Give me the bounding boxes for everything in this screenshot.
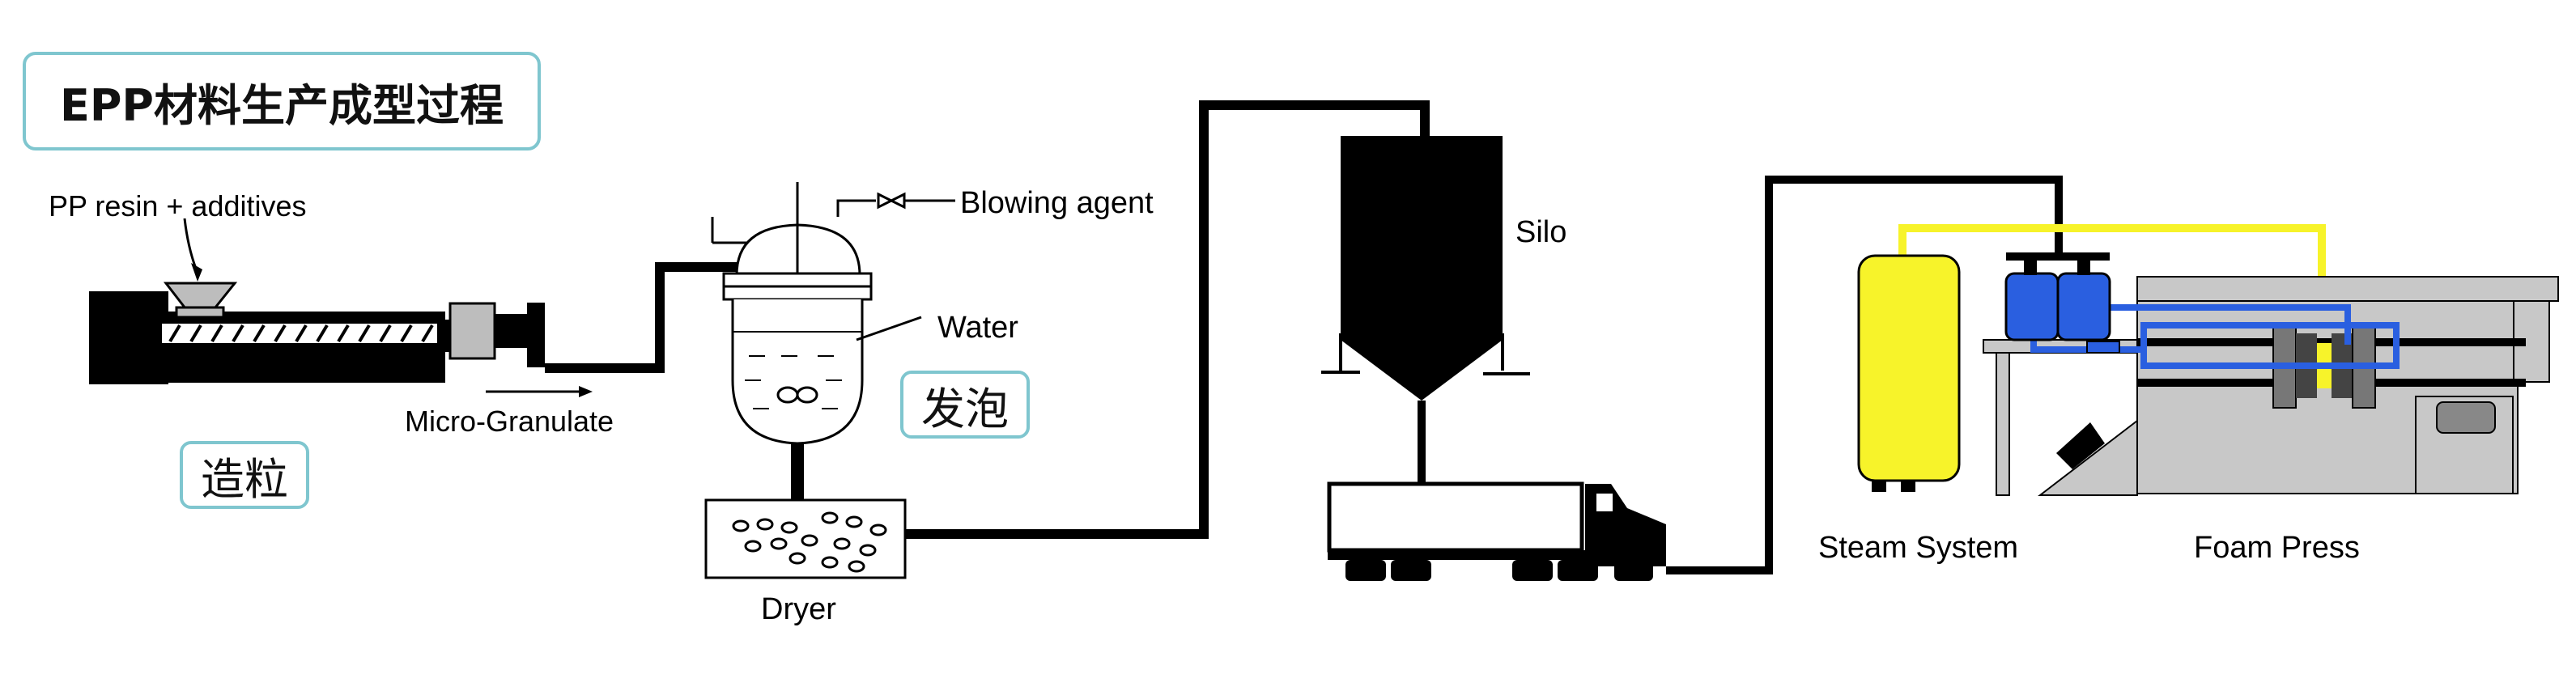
diagram-title: EPP材料生产成型过程 [23,52,541,150]
blue-tank-neck-left [2024,256,2037,275]
reactor-flange-bottom [722,285,873,301]
input-arrow-head [191,263,202,282]
valve-right [888,192,906,210]
label-steam-system: Steam System [1818,531,2019,565]
reactor-water-dashes [745,355,842,409]
foam-press [1983,252,2559,496]
extruder [89,218,545,384]
extruder-die-plate [495,314,527,348]
extruder-barrel [162,312,445,383]
micro-granulate-arrow [486,386,593,397]
tag-foaming: 发泡 [900,371,1030,439]
press-chute [2038,418,2138,496]
dryer-granules [732,511,887,573]
extruder-flange [437,320,450,352]
steam-tank [1857,254,1961,482]
pipe-reactor-to-dryer [791,443,804,500]
press-display [2436,401,2496,434]
tag-granulation: 造粒 [180,441,309,509]
label-dryer: Dryer [761,592,836,626]
press-chute-parts [2056,422,2105,469]
label-foam-press: Foam Press [2194,531,2360,565]
truck [1327,481,1666,581]
water-pointer [856,316,922,341]
label-blowing-agent: Blowing agent [960,186,1154,220]
reactor-vessel [731,299,864,445]
pipe-dryer-to-silo [905,100,1430,539]
extruder-screw-flights [168,324,434,343]
reactor-inlet-bracket [711,217,751,244]
silo [1321,136,1530,484]
blue-tanks-top-bar [2006,252,2110,261]
press-top-cover [2136,276,2559,302]
agitator-impeller [776,386,818,404]
extruder-die-block [448,302,496,360]
label-input: PP resin + additives [49,189,307,223]
blue-tank-right [2056,272,2111,341]
label-micro-granulate: Micro-Granulate [405,405,614,438]
pipe-truck-to-press [1666,176,2063,574]
reactor [711,182,955,449]
press-feeder-leg [1996,352,2010,496]
dryer [704,498,907,579]
truck-trailer [1327,481,1584,553]
blowing-agent-line [836,199,876,217]
press-control-panel [2415,396,2514,494]
label-water: Water [937,311,1018,345]
pipe-extruder-to-reactor [545,262,745,373]
dryer-box [704,498,907,579]
press-blue-fitting [2086,341,2120,354]
silo-body [1341,136,1503,401]
blue-tank-left [2004,272,2060,341]
blue-tank-neck-right [2077,256,2090,275]
hopper-neck [175,306,225,319]
extruder-motor [89,291,168,384]
truck-wheels [1345,560,1653,581]
steam-tank-foot-right [1901,481,1915,492]
truck-window [1596,494,1613,511]
valve-left [877,192,895,210]
press-blue-pipe [2030,306,2400,369]
extruder-die-head [527,303,545,367]
input-arrow-line [183,218,198,269]
steam-tank-foot-left [1872,481,1886,492]
label-silo: Silo [1515,215,1567,249]
reactor-flange-top [722,272,873,288]
truck-chassis [1328,550,1587,560]
